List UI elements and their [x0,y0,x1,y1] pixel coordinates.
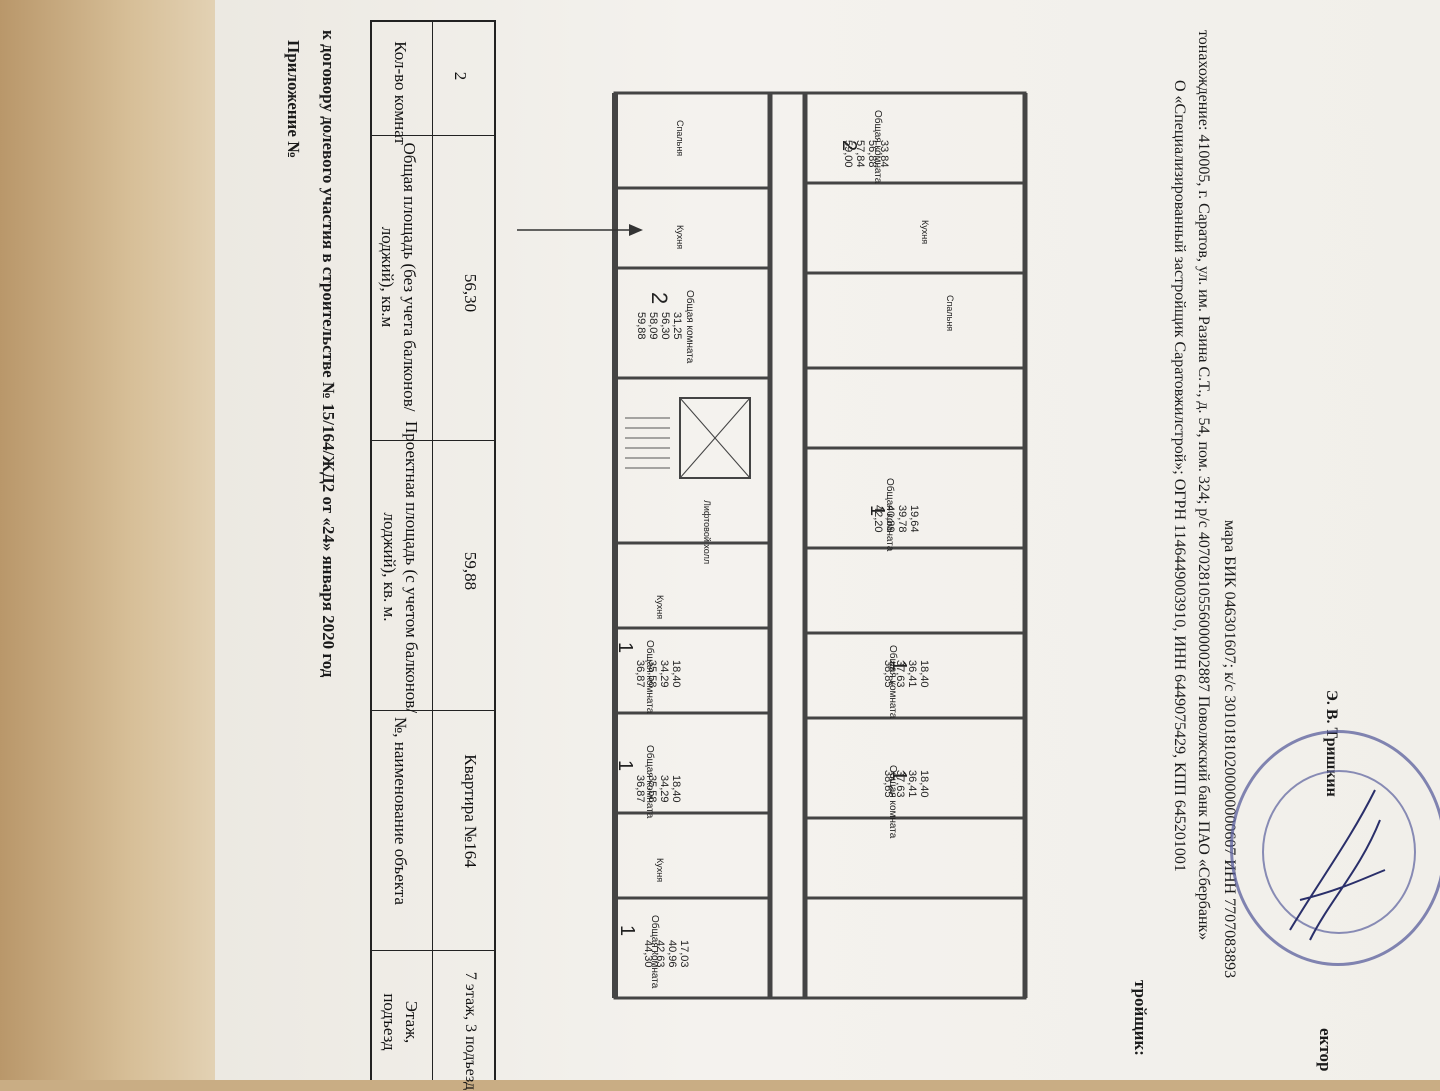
apt-area: 59,00 [842,140,854,168]
developer-line-1: О «Специализированный застройщик Саратов… [1171,80,1188,872]
apt-area: 58,09 [647,312,659,340]
apt-area: 18,40 [918,770,930,798]
cell-rooms: 2 [451,71,470,81]
kitchen-label: Кухня [920,220,930,245]
apt-area: 59,88 [635,312,647,340]
apt-area: 37,63 [894,660,906,688]
company-stamp [1230,730,1440,966]
apt-area: 18,40 [918,660,930,688]
apt-area: 38,85 [882,770,894,798]
lift-hall-label: Лифтовой холл [702,500,712,565]
info-table [370,20,496,1080]
apt-area: 56,88 [866,140,878,168]
desk-background [0,0,240,1080]
apt-rooms: 1 [614,760,636,772]
kitchen-label: Кухня [655,595,665,620]
apt-area: 36,87 [634,660,646,688]
apt-rooms: 2 [647,292,672,305]
developer-label: тройщик: [1131,980,1150,1056]
appendix-title: Приложение № [284,40,303,159]
cell-object: Квартира №164 [461,754,480,868]
header-floor: Этаж, подъезд [380,993,421,1051]
cell-project-area: 59,88 [461,551,480,591]
signature-mark [1289,789,1386,941]
apt-area: 19,64 [908,505,920,533]
company-stamp-inner [1262,770,1416,934]
apt-area: 35,58 [646,660,658,688]
apt-area: 40,96 [666,940,678,968]
apt-area: 42,63 [654,940,666,968]
apt-area: 31,25 [671,312,683,340]
bedroom-label: Спальня [945,295,955,332]
kitchen-label: Кухня [655,858,665,883]
floor-plan [612,91,1028,1000]
apt-area: 36,87 [634,775,646,803]
cell-floor: 7 этаж, 3 подъезд [462,971,479,1091]
cell-total-area: 56,30 [461,273,480,313]
bedroom-label: Спальня [675,120,685,157]
contract-subtitle: к договору долевого участия в строительс… [319,30,338,678]
kitchen-label: Кухня [675,225,685,250]
apt-area: 34,29 [658,660,670,688]
apt-area: 33,84 [878,140,890,168]
apt-rooms: 1 [614,642,636,654]
director-label: ектор [1316,1028,1335,1072]
apt-label: Общая комната [684,290,695,364]
apt-area: 37,63 [894,770,906,798]
apt-area: 36,41 [906,660,918,688]
apt-area: 35,58 [646,775,658,803]
apt-area: 56,30 [659,312,671,340]
apt-area: 57,84 [854,140,866,168]
header-total-area: Общая площадь (без учета балконов/лоджий… [378,142,419,412]
apt-area: 44,30 [642,940,654,968]
apt-area: 18,40 [670,775,682,803]
developer-line-3: мара БИК 046301607; к/с 3010181020000000… [1221,520,1238,979]
document-page [215,0,1440,1080]
header-project-area: Проектная площадь (с учетом балконов/лод… [380,420,421,714]
apt-area: 38,85 [882,660,894,688]
apt-rooms: 1 [616,925,638,937]
apt-area: 34,29 [658,775,670,803]
apt-area: 17,03 [678,940,690,968]
apt-area: 39,78 [896,505,908,533]
pointer-arrow-icon [517,224,643,236]
apt-area: 42,20 [872,505,884,533]
apt-area: 36,41 [906,770,918,798]
apt-area: 18,40 [670,660,682,688]
apt-area: 40,89 [884,505,896,533]
developer-line-2: тонахождение: 410005, г. Саратов, ул. им… [1195,30,1212,941]
header-object: №, наименование объекта [391,717,410,905]
